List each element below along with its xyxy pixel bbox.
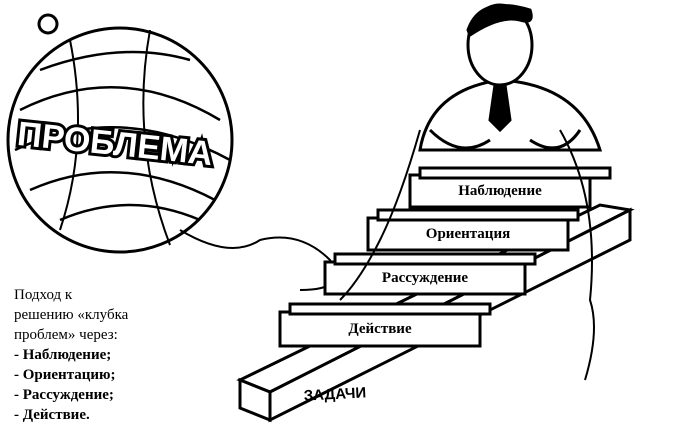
steps bbox=[278, 166, 612, 348]
step-label-observation: Наблюдение bbox=[458, 183, 542, 199]
caption-line: проблем» через: bbox=[14, 327, 118, 343]
caption-item: - Ориентацию; bbox=[14, 367, 116, 383]
caption-item: - Действие. bbox=[14, 407, 90, 423]
step-label-action: Действие bbox=[348, 321, 412, 337]
step-label-reasoning: Рассуждение bbox=[381, 270, 469, 286]
yarn-ball-icon bbox=[6, 13, 337, 291]
caption-line: Подход к bbox=[14, 287, 73, 303]
caption-line: решению «клубка bbox=[14, 307, 129, 323]
caption: Подход к решению «клубка проблем» через:… bbox=[14, 285, 128, 425]
caption-item: - Наблюдение; bbox=[14, 347, 112, 363]
man-figure bbox=[418, 3, 603, 152]
step-label-orientation: Ориентация bbox=[425, 226, 511, 242]
caption-item: - Рассуждение; bbox=[14, 387, 114, 403]
